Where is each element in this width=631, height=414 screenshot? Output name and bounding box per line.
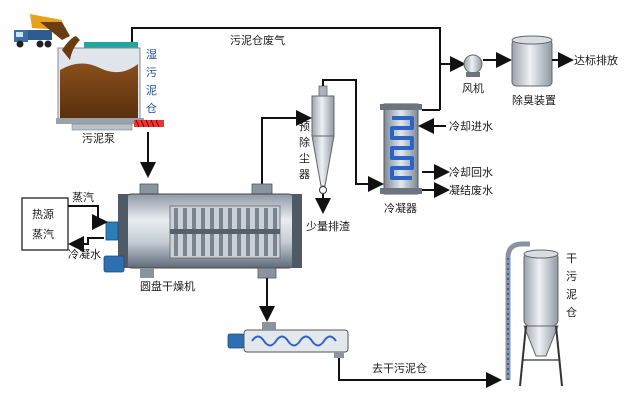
wet-bin-char-4: 仓 <box>146 101 157 115</box>
dry-sludge-silo <box>505 241 563 387</box>
condenser-unit <box>380 103 422 195</box>
dry-bin-char-4: 仓 <box>566 305 577 319</box>
screw-conveyor <box>227 322 349 358</box>
fan-icon <box>463 54 483 77</box>
emission-label: 达标排放 <box>574 53 618 67</box>
small-discharge-label: 少量排渣 <box>306 219 350 233</box>
steam-label: 蒸汽 <box>72 190 94 204</box>
waste-gas-label: 污泥仓废气 <box>230 33 285 47</box>
heat-source-box: 热源 蒸汽 <box>21 197 69 251</box>
condenser-coil <box>390 116 414 180</box>
cooling-return-label: 冷却回水 <box>449 166 493 179</box>
dry-sludge-bin-label: 干 污 泥 仓 <box>566 252 577 319</box>
dry-bin-char-1: 干 <box>566 252 577 265</box>
pre-dust-char-1: 预 <box>299 120 310 133</box>
pre-dust-char-2: 除 <box>299 135 310 149</box>
dry-bin-char-3: 泥 <box>566 288 577 301</box>
dump-truck-icon <box>14 14 70 48</box>
waste-gas-pipe <box>131 27 441 110</box>
condenser-label: 冷凝器 <box>384 201 417 215</box>
steam-pipe <box>68 205 99 222</box>
sludge-pump-screw <box>134 120 164 127</box>
fan-label: 风机 <box>462 81 484 95</box>
pre-dust-char-3: 尘 <box>299 152 310 165</box>
dryer-to-cyclone-pipe <box>261 110 312 196</box>
dry-bin-char-2: 污 <box>566 270 577 283</box>
wet-sludge-bin <box>56 36 164 131</box>
heat-source-line2: 蒸汽 <box>32 227 54 241</box>
deodorizer-tank <box>511 35 553 87</box>
cooling-in-label: 冷却进水 <box>449 120 493 133</box>
cond-water-label: 冷凝水 <box>68 247 101 261</box>
cyclone-to-condenser-pipe <box>322 79 384 192</box>
condensate-return-pipe <box>68 236 104 252</box>
cyclone-separator <box>311 85 335 194</box>
wet-bin-char-1: 湿 <box>146 48 157 61</box>
dryer-motor-icon <box>103 255 125 273</box>
wet-bin-char-3: 泥 <box>146 84 157 97</box>
pre-dust-label: 预 除 尘 器 <box>299 120 310 181</box>
pre-dust-char-4: 器 <box>299 168 310 181</box>
conveyor-to-silo-pipe <box>338 358 502 388</box>
heat-source-line1: 热源 <box>32 207 54 221</box>
conveyor-motor-icon <box>227 333 245 349</box>
condensate-label: 凝结废水 <box>449 183 493 197</box>
disc-dryer-label: 圆盘干燥机 <box>140 279 195 293</box>
to-dry-bin-label: 去干污泥仓 <box>372 361 427 375</box>
wet-sludge-bin-label: 湿 污 泥 仓 <box>146 48 157 115</box>
dryer-discs <box>170 208 280 256</box>
wet-bin-char-2: 污 <box>146 66 157 79</box>
disc-dryer-machine <box>103 183 302 279</box>
deodor-label: 除臭装置 <box>512 93 556 107</box>
sludge-pump-label: 污泥泵 <box>82 132 115 145</box>
